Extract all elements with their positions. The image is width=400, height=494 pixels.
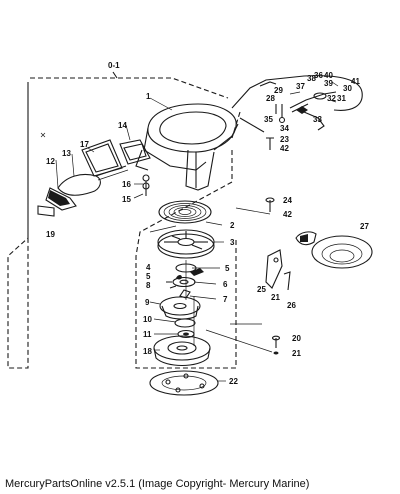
callout-14: 14 — [118, 121, 127, 130]
callout-32: 32 — [327, 94, 336, 103]
cam-27 — [295, 231, 373, 269]
callout-1: 1 — [146, 92, 151, 101]
copyright-caption: MercuryPartsOnline v2.5.1 (Image Copyrig… — [5, 478, 310, 490]
callout-5-left: 5 — [146, 272, 151, 281]
callout-15: 15 — [122, 195, 131, 204]
callout-22: 22 — [229, 377, 238, 386]
recoil-spring — [158, 200, 212, 224]
callout-27: 27 — [360, 222, 369, 231]
callout-39: 39 — [324, 79, 333, 88]
leader-lines — [55, 97, 273, 382]
screw-20 — [271, 335, 281, 355]
drive-plate — [153, 335, 211, 367]
callout-8: 8 — [146, 281, 151, 290]
handle-bracket — [119, 139, 151, 165]
callout-labels: 0-1 1 2 3 4 5 5 6 7 8 9 10 11 12 13 14 1… — [46, 61, 369, 386]
callout-21-upper: 21 — [271, 293, 280, 302]
callout-33: 33 — [313, 115, 322, 124]
callout-41: 41 — [351, 77, 360, 86]
starter-handle — [45, 165, 129, 211]
screw-24 — [235, 197, 275, 215]
callout-11: 11 — [143, 330, 152, 339]
handle-plate — [81, 139, 123, 177]
callout-13: 13 — [62, 149, 71, 158]
screws-15-16 — [142, 174, 150, 196]
callout-5-right: 5 — [225, 264, 230, 273]
callout-29: 29 — [274, 86, 283, 95]
callout-37: 37 — [296, 82, 305, 91]
note-mark — [40, 132, 46, 138]
callout-21-lower: 21 — [292, 349, 301, 358]
throttle-linkage — [231, 75, 363, 150]
callout-16: 16 — [122, 180, 131, 189]
callout-28: 28 — [266, 94, 275, 103]
callout-30: 30 — [343, 84, 352, 93]
callout-42-lower: 42 — [283, 210, 292, 219]
starter-housing — [135, 103, 239, 191]
callout-7: 7 — [223, 295, 228, 304]
callout-38: 38 — [307, 74, 316, 83]
callout-9: 9 — [145, 298, 150, 307]
callout-36: 36 — [314, 71, 323, 80]
callout-31: 31 — [337, 94, 346, 103]
callout-0-1: 0-1 — [108, 61, 120, 70]
callout-12: 12 — [46, 157, 55, 166]
callout-35: 35 — [264, 115, 273, 124]
cover-plate — [149, 370, 219, 396]
callout-26: 26 — [287, 301, 296, 310]
rope-pulley — [157, 229, 215, 259]
callout-42-upper: 42 — [280, 144, 289, 153]
bracket-25 — [265, 249, 291, 291]
callout-34: 34 — [280, 124, 289, 133]
callout-24: 24 — [283, 196, 292, 205]
callout-17: 17 — [80, 140, 89, 149]
decal-19 — [37, 205, 55, 217]
callout-18: 18 — [143, 347, 152, 356]
callout-40: 40 — [324, 71, 333, 80]
callout-23: 23 — [280, 135, 289, 144]
callout-10: 10 — [143, 315, 152, 324]
callout-19: 19 — [46, 230, 55, 239]
callout-25: 25 — [257, 285, 266, 294]
callout-3: 3 — [230, 238, 235, 247]
pawl-hardware — [166, 260, 204, 300]
callout-4: 4 — [146, 263, 151, 272]
washer-10 — [174, 318, 196, 328]
callout-20: 20 — [292, 334, 301, 343]
callout-2: 2 — [230, 221, 235, 230]
callout-6: 6 — [223, 280, 228, 289]
